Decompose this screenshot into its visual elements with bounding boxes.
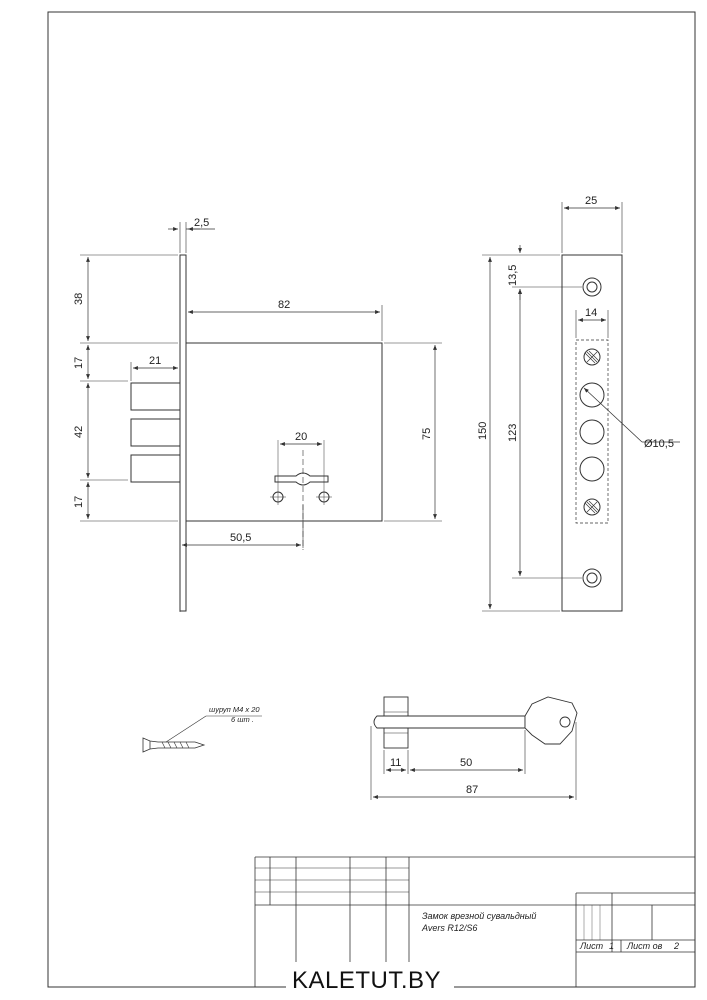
keyhole-icon xyxy=(274,472,329,486)
sheets-total: 2 xyxy=(673,941,679,951)
bolt-bottom xyxy=(130,454,181,483)
dim-keyhole-spacing: 20 xyxy=(295,431,307,443)
dim-faceplate-thickness: 2,5 xyxy=(194,217,209,229)
key-bow-hole xyxy=(559,716,571,728)
screw-qty-text: 6 шт . xyxy=(231,715,254,724)
dim-top-offset: 38 xyxy=(73,293,85,305)
drawing-title-line2: Avers R12/S6 xyxy=(421,923,477,933)
key-bow-icon xyxy=(524,696,578,745)
cylinder-outline xyxy=(575,339,609,524)
front-view-dimensions: 25 150 13,5 123 14 Ø10,5 xyxy=(477,195,674,450)
key-drawing xyxy=(370,696,578,800)
phillips-screw-icon xyxy=(583,348,601,366)
screw-icon xyxy=(142,737,206,753)
screw-note: шуруп М4 х 20 6 шт . xyxy=(209,705,260,724)
sheet-number: 1 xyxy=(609,941,614,951)
bolt-top xyxy=(130,382,181,411)
dim-screw-offset: 13,5 xyxy=(507,265,519,286)
dim-body-height: 75 xyxy=(421,428,433,440)
watermark-text: KALETUT.BY xyxy=(292,967,441,994)
dim-bolt-gap-bottom: 17 xyxy=(73,496,85,508)
dim-key-shank: 50 xyxy=(460,757,472,769)
drawing-title-line1: Замок врезной сувальдный xyxy=(422,911,536,921)
dim-cylinder-width: 14 xyxy=(585,307,597,319)
dim-total-height: 150 xyxy=(477,422,489,440)
dim-body-depth: 82 xyxy=(278,299,290,311)
bolt-middle xyxy=(130,418,181,447)
bolt-hole-middle xyxy=(579,419,605,445)
title-block-text: Замок врезной сувальдный Avers R12/S6 Ли… xyxy=(421,911,679,951)
front-view xyxy=(482,202,680,612)
sheet-label: Лист xyxy=(579,941,604,951)
faceplate xyxy=(179,254,187,612)
dim-bolt-throw: 21 xyxy=(149,355,161,367)
bolt-hole-bottom xyxy=(579,456,605,482)
side-view xyxy=(80,222,442,612)
screw-drawing xyxy=(142,715,262,753)
mount-hole-bottom xyxy=(582,568,602,588)
side-view-dimensions: 2,5 82 38 17 42 17 21 20 75 50,5 xyxy=(73,217,433,544)
sheets-label: Лист ов xyxy=(626,941,663,951)
dim-key-collar: 11 xyxy=(390,757,401,769)
dim-backset: 50,5 xyxy=(230,532,251,544)
mount-hole-top xyxy=(582,277,602,297)
key-dimensions: 11 50 87 xyxy=(390,757,478,796)
dim-bolt-pitch: 42 xyxy=(73,426,85,438)
phillips-screw-icon xyxy=(583,498,601,516)
dim-plate-width: 25 xyxy=(585,195,597,207)
key-shank xyxy=(373,715,526,729)
dim-key-length: 87 xyxy=(466,784,478,796)
dim-hole-diameter: Ø10,5 xyxy=(644,438,674,450)
screw-spec-text: шуруп М4 х 20 xyxy=(209,705,260,714)
lock-body xyxy=(185,342,383,522)
dim-bolt-gap-top: 17 xyxy=(73,357,85,369)
dim-screw-spacing: 123 xyxy=(507,424,519,442)
front-faceplate xyxy=(561,254,623,612)
